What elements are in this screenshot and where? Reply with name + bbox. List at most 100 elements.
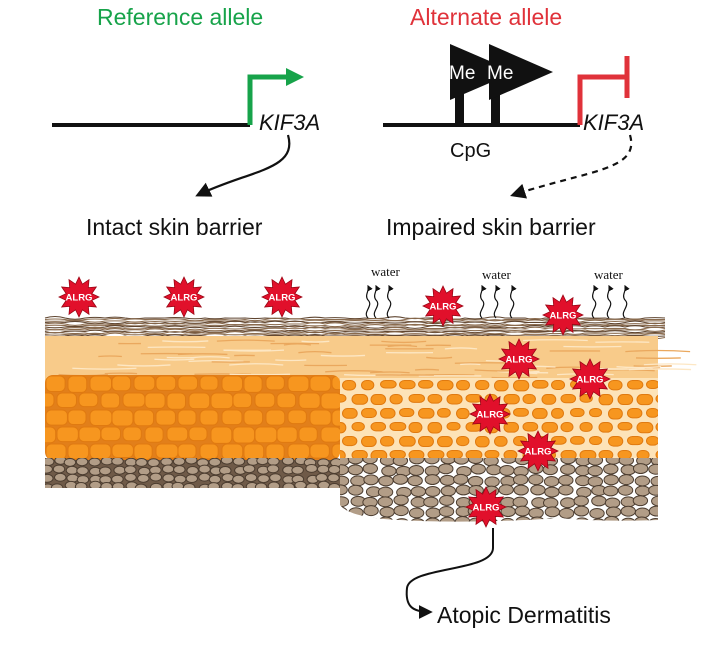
basal-cell xyxy=(544,486,560,498)
basal-cell xyxy=(634,475,651,487)
granular-cell xyxy=(418,408,435,419)
basal-cell xyxy=(378,516,394,522)
granular-cell xyxy=(276,392,297,409)
granular-cell xyxy=(570,408,585,418)
granular-cell xyxy=(560,394,577,404)
granular-cell xyxy=(265,443,285,460)
granular-cell xyxy=(320,392,340,410)
reference-gene-label: KIF3A xyxy=(259,110,321,135)
granular-cell xyxy=(111,409,134,427)
granular-cell xyxy=(636,450,650,458)
basal-cell xyxy=(66,473,79,483)
granular-cell xyxy=(456,436,470,447)
granular-cell xyxy=(100,392,121,409)
lipid-streak xyxy=(625,349,691,353)
granular-cell xyxy=(177,375,199,391)
basal-cell xyxy=(587,476,604,487)
granular-cell xyxy=(522,422,539,432)
granular-cell xyxy=(265,409,286,426)
granular-cell xyxy=(560,450,577,458)
basal-cell xyxy=(394,518,410,522)
lipid-streak xyxy=(444,347,478,350)
basal-cell xyxy=(438,463,454,475)
granular-cell xyxy=(133,375,156,391)
granular-cell xyxy=(513,380,530,392)
granular-cell xyxy=(67,443,90,460)
granular-cell xyxy=(456,408,470,420)
basal-cell xyxy=(305,463,318,473)
granular-cell xyxy=(221,409,243,426)
granular-cell xyxy=(655,450,658,458)
lipid-streak xyxy=(188,359,244,363)
basal-cell xyxy=(328,465,340,474)
granular-cell xyxy=(340,422,347,434)
granular-cell xyxy=(298,426,318,443)
lipid-layer-texture xyxy=(58,339,697,380)
basal-cell xyxy=(618,474,635,486)
basal-cell xyxy=(647,518,658,522)
basal-cell xyxy=(632,495,649,507)
granular-cell xyxy=(427,450,445,458)
methyl-stem-2 xyxy=(491,90,500,125)
disease-progression-arrow xyxy=(405,528,494,619)
basal-cell xyxy=(74,482,88,488)
basal-cell xyxy=(425,507,441,519)
alarmin-star-icon: ALRG xyxy=(542,294,584,336)
basal-cell xyxy=(439,495,455,506)
basal-cell xyxy=(410,486,427,498)
basal-cell xyxy=(198,472,211,482)
alarmin-star-shape xyxy=(163,276,205,318)
granular-cell xyxy=(287,409,307,425)
basal-cell xyxy=(111,482,125,488)
alarmin-star-shape xyxy=(542,294,584,336)
granular-cell xyxy=(560,422,574,433)
granular-cell xyxy=(331,375,340,391)
basal-cell xyxy=(198,464,211,474)
basal-cell xyxy=(515,516,531,522)
alternate-effect-arrow xyxy=(510,134,633,199)
granular-cell xyxy=(287,443,310,460)
basal-cell xyxy=(499,517,516,522)
basal-cell xyxy=(111,458,124,466)
granular-cell xyxy=(380,380,397,389)
basal-cell xyxy=(587,465,603,477)
basal-cell xyxy=(347,464,364,476)
lipid-streak xyxy=(177,353,228,356)
alarmin-star-icon: ALRG xyxy=(469,393,511,435)
granular-cell xyxy=(78,426,102,443)
granular-cell xyxy=(351,422,365,432)
water-arrow xyxy=(479,284,487,319)
granular-cell xyxy=(399,436,416,447)
granular-cell xyxy=(45,375,66,392)
granular-cell xyxy=(276,426,298,443)
granular-cell xyxy=(646,380,658,390)
water-arrow xyxy=(386,284,394,319)
basal-cell xyxy=(53,472,67,482)
granular-cell xyxy=(133,443,153,460)
lipid-streak xyxy=(154,358,195,361)
basal-cell xyxy=(207,482,221,488)
basal-cell xyxy=(137,473,150,483)
basal-cell xyxy=(454,516,471,522)
alternate-allele-title: Alternate allele xyxy=(410,4,563,30)
basal-cell xyxy=(184,458,198,465)
basal-cell xyxy=(650,458,658,467)
granular-cell xyxy=(446,394,463,405)
basal-cell xyxy=(574,517,590,522)
granular-cell xyxy=(475,436,490,448)
methyl-label-2: Me xyxy=(487,63,514,84)
granular-cell xyxy=(45,426,57,444)
lipid-streak xyxy=(117,364,171,367)
granular-cell xyxy=(243,409,264,426)
granular-cell xyxy=(361,408,377,419)
basal-cell xyxy=(560,497,576,509)
granular-cell xyxy=(608,436,624,447)
alarmin-label: ALRG xyxy=(477,410,504,421)
granular-cell xyxy=(551,436,567,445)
basal-cell xyxy=(99,466,112,476)
granular-cell xyxy=(243,443,265,460)
intact-barrier-label: Intact skin barrier xyxy=(86,214,263,240)
granular-cell xyxy=(166,426,189,442)
water-arrow xyxy=(591,284,599,319)
